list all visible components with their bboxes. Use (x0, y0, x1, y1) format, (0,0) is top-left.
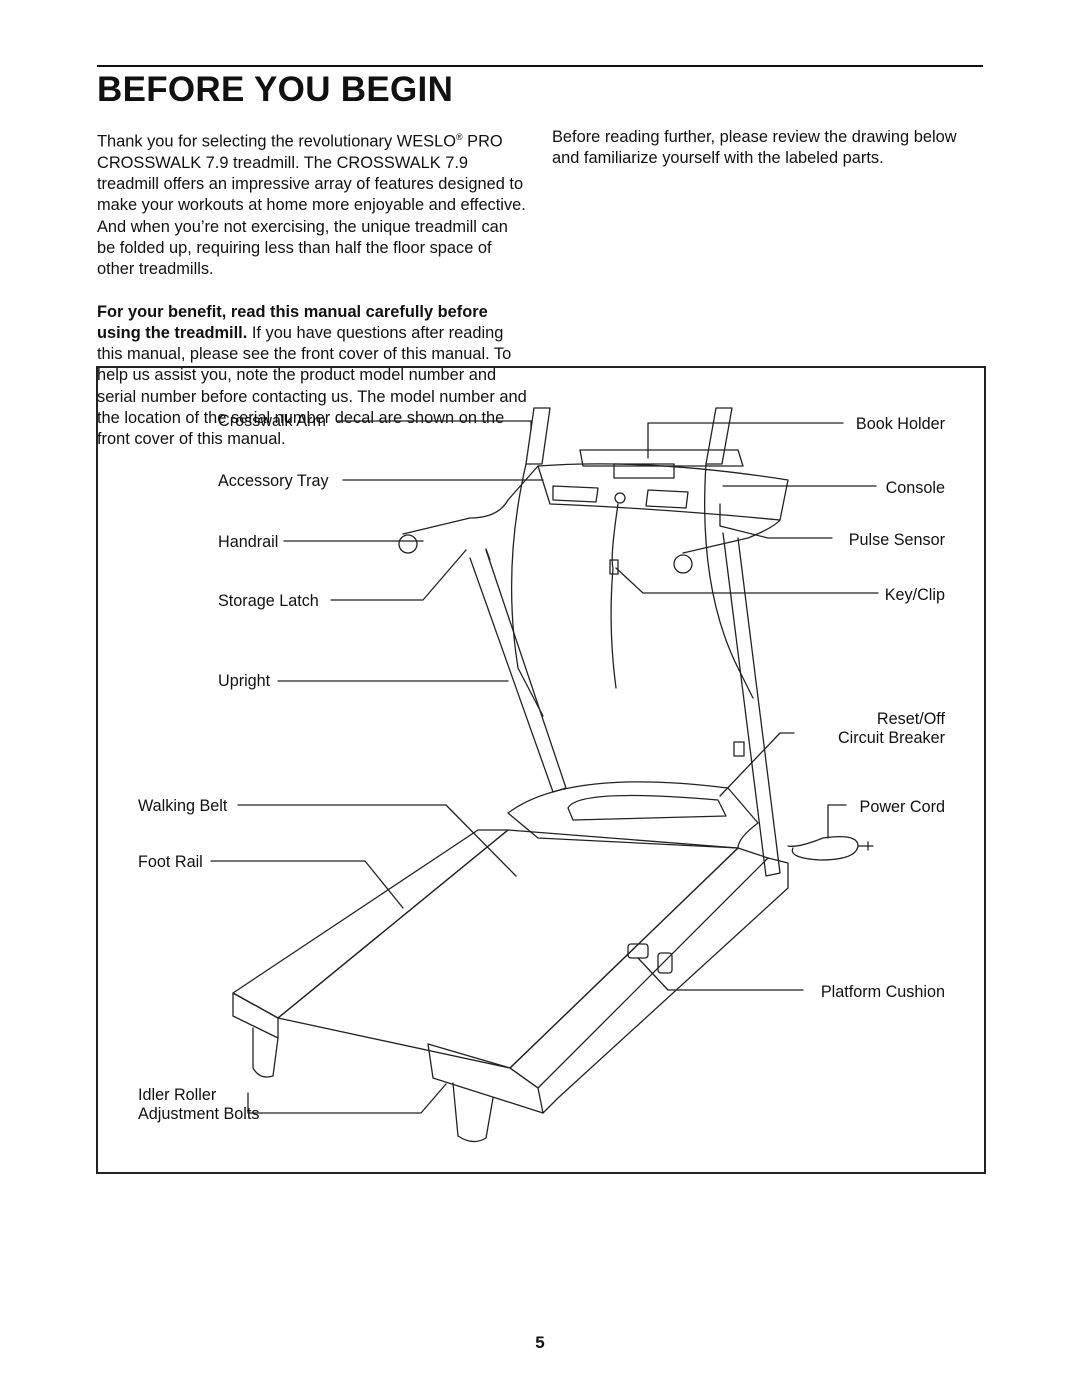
intro-text-2-bold: For your benefit, read this manual caref… (97, 302, 488, 342)
motor-hood (507, 781, 759, 849)
end-cap-right (427, 1043, 544, 1114)
intro-paragraph-1: Thank you for selecting the revolutionar… (97, 127, 529, 281)
label-key-clip: Key/Clip (885, 586, 945, 604)
crosswalk-arm-left (510, 463, 544, 717)
platform-foot (657, 952, 673, 974)
label-handrail: Handrail (218, 533, 278, 551)
page-number: 5 (535, 1333, 545, 1352)
leader-foot-rail (210, 860, 404, 909)
upright-left (469, 549, 567, 793)
leader-crosswalk-arm (337, 420, 532, 431)
page-title: BEFORE YOU BEGIN (97, 70, 454, 109)
label-circuit-breaker: Circuit Breaker (838, 729, 946, 747)
console-pad-left (552, 485, 599, 503)
key-clip-cord (610, 503, 619, 689)
crosswalk-arm-grip-left (525, 407, 551, 465)
console-pad-right (645, 489, 689, 509)
circuit-breaker (733, 741, 745, 757)
handrail-right (682, 519, 781, 554)
platform-cushion (627, 943, 649, 959)
handrail-left-end (398, 534, 418, 554)
console-body (537, 463, 789, 521)
leader-walking-belt (237, 804, 517, 877)
end-cap-left (232, 992, 279, 1039)
leader-power-cord (827, 804, 847, 839)
intro-text-1a: Thank you for selecting the revolutionar… (97, 132, 456, 151)
title-rule (97, 65, 983, 67)
label-book-holder: Book Holder (856, 415, 946, 433)
motor-hood-inset (567, 794, 727, 821)
label-crosswalk-arm: Crosswalk Arm (218, 412, 326, 430)
leader-storage-latch (330, 549, 467, 601)
key-clip (609, 559, 619, 575)
label-adjustment-bolts: Adjustment Bolts (138, 1105, 259, 1123)
crosswalk-arm-grip-right (705, 407, 733, 465)
power-plug (857, 841, 874, 851)
intro-column-right: Before reading further, please review th… (552, 127, 984, 191)
intro-column-left: Thank you for selecting the revolutionar… (97, 127, 529, 472)
crosswalk-arm-right (704, 463, 754, 699)
registered-mark: ® (455, 132, 463, 142)
foot-rail-right (509, 847, 769, 1089)
intro-text-3: Before reading further, please review th… (552, 128, 957, 168)
key-slot (614, 492, 626, 504)
treadmill-drawing: Crosswalk Arm Accessory Tray Handrail St… (138, 407, 946, 1143)
console-display (613, 463, 675, 479)
label-idler-roller: Idler Roller (138, 1086, 217, 1104)
leader-pulse-sensor (719, 503, 833, 539)
treadmill-diagram: Crosswalk Arm Accessory Tray Handrail St… (96, 366, 986, 1174)
foot-rail-left (232, 829, 509, 1019)
label-pulse-sensor: Pulse Sensor (849, 531, 946, 549)
label-upright: Upright (218, 672, 271, 690)
platform-side (542, 857, 789, 1114)
intro-paragraph-3: Before reading further, please review th… (552, 127, 984, 170)
intro-text-2-rest: If you have questions after reading this… (97, 323, 527, 449)
label-power-cord: Power Cord (860, 798, 945, 816)
walking-belt (277, 829, 739, 1069)
label-console: Console (886, 479, 945, 497)
leader-book-holder (647, 422, 844, 459)
label-platform-cushion: Platform Cushion (821, 983, 945, 1001)
label-walking-belt: Walking Belt (138, 797, 228, 815)
rear-leg-left (252, 1027, 279, 1078)
intro-text-1b: PRO CROSSWALK 7.9 treadmill. The CROSSWA… (97, 132, 526, 279)
book-holder-ledge (579, 449, 744, 467)
upright-right (722, 532, 781, 877)
power-cord (787, 835, 859, 861)
handrail-left (402, 465, 539, 535)
leader-circuit-breaker (719, 732, 795, 797)
rear-leg-right (452, 1082, 494, 1143)
leader-idler-roller (247, 1083, 447, 1114)
leader-platform-cushion (637, 957, 804, 991)
label-storage-latch: Storage Latch (218, 592, 319, 610)
intro-paragraph-2: For your benefit, read this manual caref… (97, 302, 529, 451)
label-foot-rail: Foot Rail (138, 853, 203, 871)
handrail-right-end (673, 554, 693, 574)
leader-key-clip (615, 567, 879, 594)
label-reset-off: Reset/Off (877, 710, 946, 728)
label-accessory-tray: Accessory Tray (218, 472, 330, 490)
